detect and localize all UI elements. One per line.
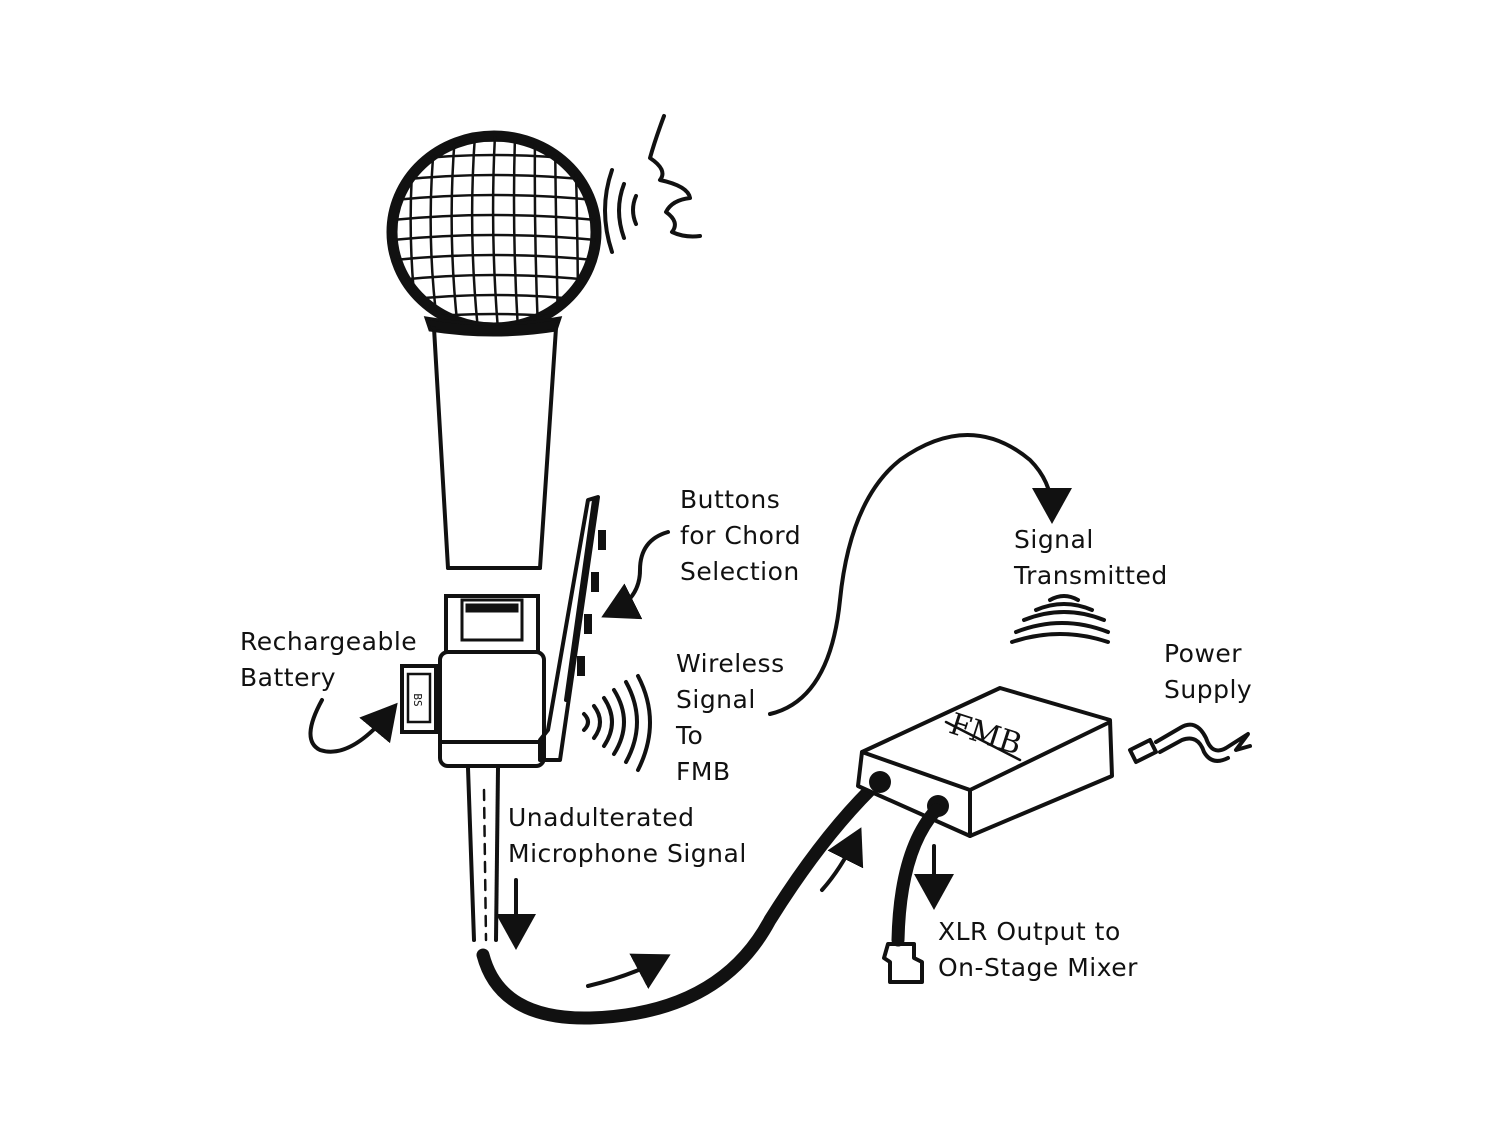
microphone-body bbox=[423, 316, 563, 570]
fmb-box: FMB bbox=[856, 686, 1114, 838]
signal-flow-arrow-1 bbox=[586, 953, 671, 989]
battery: BS bbox=[400, 664, 438, 734]
buttons-label: Buttons for Chord Selection bbox=[680, 485, 802, 586]
xlr-label: XLR Output to On-Stage Mixer bbox=[938, 917, 1138, 982]
battery-label: Rechargeable Battery bbox=[240, 627, 418, 692]
power-label: Power Supply bbox=[1164, 639, 1253, 704]
chord-button-strip bbox=[538, 495, 606, 762]
wireless-label: Wireless Signal To FMB bbox=[676, 649, 785, 786]
voice-waves-icon bbox=[603, 168, 638, 254]
battery-logo: BS bbox=[411, 693, 424, 706]
transmitted-label: Signal Transmitted bbox=[1014, 525, 1168, 590]
xlr-cable bbox=[882, 803, 954, 984]
microphone-head bbox=[386, 130, 602, 334]
power-cable bbox=[1128, 722, 1252, 764]
speaker-face-icon bbox=[648, 114, 702, 239]
unadulterated-label: Unadulterated Microphone Signal bbox=[508, 803, 747, 868]
signal-flow-arrow-2 bbox=[820, 827, 864, 892]
buttons-arrow bbox=[601, 530, 670, 620]
battery-arrow bbox=[308, 698, 398, 754]
transmitted-waves-icon bbox=[1010, 594, 1110, 644]
microphone-cable bbox=[466, 766, 877, 1025]
transmission-arrow bbox=[768, 433, 1072, 716]
microphone-connector bbox=[438, 594, 546, 768]
wireless-waves-icon bbox=[582, 674, 652, 772]
